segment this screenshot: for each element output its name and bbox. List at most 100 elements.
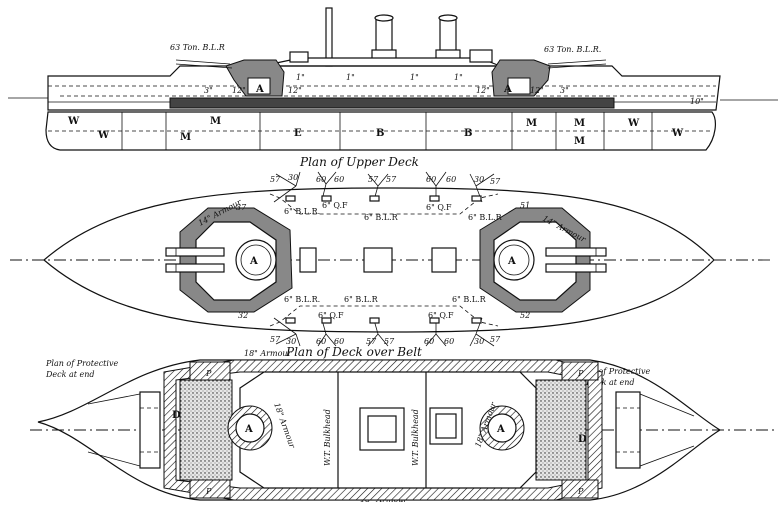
gun-type-bottom-4: 6" Q.F	[428, 311, 454, 320]
funnel-fore	[371, 14, 397, 65]
armour-10: 12"	[530, 86, 544, 95]
gun-label-fore: 63 Ton. B.L.R	[170, 43, 225, 52]
gun-6in-bottom-5	[471, 317, 482, 324]
armour-7: 12"	[232, 86, 246, 95]
gun-6in-bottom-4	[429, 317, 440, 324]
belt-hatch-2-inner	[435, 413, 457, 439]
gun-6in-top-5	[471, 195, 482, 202]
compartment-1: W	[67, 116, 80, 127]
compartment-2: W	[97, 130, 110, 141]
gun-6in-top-4	[429, 195, 440, 202]
barbette-label-aft: A	[503, 84, 512, 95]
bearing-top-2: 30	[288, 173, 298, 182]
armour-8: 12"	[288, 86, 302, 95]
gun-6in-top-2	[321, 195, 332, 202]
side-bearing-3: 32	[238, 311, 248, 320]
barbette-label-fore: A	[255, 84, 264, 95]
bearing-top-6: 57	[386, 175, 397, 184]
gun-6in-bottom-3	[369, 317, 380, 324]
gun-type-bottom-3: 6" Q.F	[318, 311, 344, 320]
gun-type-top-3: 6" B.L.R	[364, 213, 399, 222]
gun-type-top-2: 6" Q.F	[322, 201, 348, 210]
gun-6in-top-1	[285, 195, 296, 202]
compartment-12: W	[671, 128, 684, 139]
barbette-aft-upper	[479, 207, 607, 313]
bearing-bottom-8: 60	[444, 337, 454, 346]
bearing-top-8: 60	[446, 175, 456, 184]
bearing-top-1: 57	[270, 175, 281, 184]
belt-deck-title: Plan of Deck over Belt	[285, 345, 422, 359]
bearing-bottom-9: 30	[474, 337, 484, 346]
barbette-fore-belt	[227, 405, 273, 451]
barbette-fore-upper	[165, 207, 293, 313]
armour-5: 3"	[204, 86, 213, 95]
end-label-fore-line2: Deck at end	[45, 370, 95, 379]
side-bearing-1: 37	[236, 203, 247, 212]
bearing-top-4: 60	[334, 175, 344, 184]
side-bearing-2: 51	[520, 201, 530, 210]
gun-6in-bottom-2	[321, 317, 332, 324]
bearing-bottom-2: 30	[286, 337, 296, 346]
bulkhead-fore: W.T. Bulkhead	[323, 409, 332, 466]
armour-2: 1"	[346, 73, 355, 82]
compartment-6: B	[376, 128, 384, 139]
end-label-fore-line1: Plan of Protective	[45, 359, 118, 368]
compartment-5: E	[294, 128, 302, 139]
barbette-aft-belt	[479, 405, 525, 451]
barbette-aft-upper-label: A	[507, 256, 516, 267]
bearing-bottom-6: 57	[384, 337, 395, 346]
end-deck-label-fore: D	[172, 410, 181, 421]
gun-6in-bottom-1	[285, 317, 296, 324]
p-label-4: P	[577, 487, 584, 496]
compartment-9: M	[574, 118, 585, 129]
bearing-bottom-10: 57	[490, 335, 501, 344]
compartment-10: M	[574, 136, 585, 147]
bearing-top-3: 60	[316, 175, 326, 184]
bulkhead-aft: W.T. Bulkhead	[411, 409, 420, 466]
barbette-fore-upper-label: A	[249, 256, 258, 267]
barbette-base-aft	[535, 379, 587, 481]
gun-type-bottom-2: 6" B.L.R	[344, 295, 379, 304]
gun-label-aft: 63 Ton. B.L.R.	[544, 45, 601, 54]
p-label-3: P	[577, 369, 584, 378]
hatch-2	[363, 247, 393, 273]
barbette-base-fore	[179, 379, 233, 481]
upper-deck-plan: Plan of Upper Deck A 14" Armour	[10, 155, 774, 347]
barbette-aft-belt-label: A	[496, 424, 505, 435]
armour-6: 3"	[560, 86, 569, 95]
p-label-2: P	[205, 487, 212, 496]
end-deck-label-aft: D	[578, 434, 587, 445]
armour-top-belt: 18" Armour	[244, 349, 293, 358]
gun-house-fore	[175, 59, 285, 97]
p-label-1: P	[205, 369, 212, 378]
compartment-11: W	[627, 118, 640, 129]
armour-4: 1"	[454, 73, 463, 82]
compartment-3: M	[210, 116, 221, 127]
bearing-bottom-5: 57	[366, 337, 377, 346]
belt-hatch-1-inner	[367, 415, 397, 443]
mast	[325, 7, 333, 67]
hatch-3	[431, 247, 457, 273]
bearing-bottom-3: 60	[316, 337, 326, 346]
barbette-fore-belt-label: A	[244, 424, 253, 435]
bearing-bottom-4: 60	[334, 337, 344, 346]
bearing-top-7: 60	[426, 175, 436, 184]
end-label-aft-line2: Deck at end	[585, 378, 635, 387]
bearing-top-10: 57	[490, 177, 501, 186]
end-label-aft-line1: Plan of Protective	[577, 367, 650, 376]
armour-1: 1"	[296, 73, 305, 82]
armour-3: 1"	[410, 73, 419, 82]
hatch-1	[299, 247, 317, 273]
compartment-8: M	[526, 118, 537, 129]
armour-9: 12"	[476, 86, 490, 95]
bearing-bottom-7: 60	[424, 337, 434, 346]
funnel-aft	[435, 14, 461, 65]
secondary-guns-top	[273, 171, 495, 203]
side-profile: 63 Ton. B.L.R 63 Ton. B.L.R. A A 1" 1" 1…	[8, 7, 778, 151]
gun-type-top-5: 6" B.L.R	[468, 213, 503, 222]
gun-type-bottom-5: 6" B.L.R	[452, 295, 487, 304]
bearing-top-5: 57	[368, 175, 379, 184]
upper-deck-title: Plan of Upper Deck	[299, 155, 419, 169]
armour-11: 10"	[690, 97, 704, 106]
